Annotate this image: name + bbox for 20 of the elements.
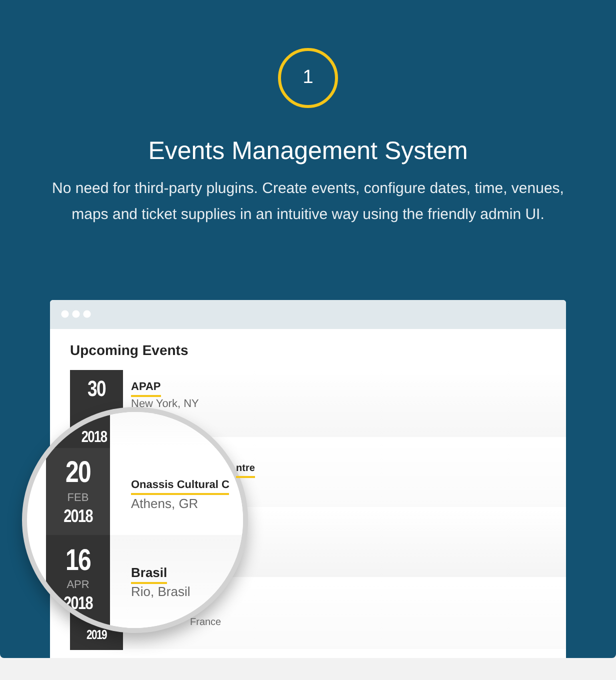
event-name: ntre <box>236 463 255 478</box>
date-year: 2019 <box>86 628 108 643</box>
date-day: 30 <box>75 376 118 402</box>
date-year: 2018 <box>81 429 107 448</box>
event-location: Athens, GR <box>131 497 198 512</box>
event-name: Brasil <box>131 566 168 584</box>
date-month: FEB <box>66 492 90 505</box>
date-year: 2018 <box>62 506 94 527</box>
event-name: Onassis Cultural C <box>131 479 230 495</box>
event-name: APAP <box>131 381 161 397</box>
description-text: No need for third-party plugins. Create events, configure dates, time, venues, maps and ticket supplies in an intuitive way using the friendly admin UI. <box>51 179 565 225</box>
section-heading: Upcoming Events <box>70 342 188 358</box>
date-day: 16 <box>52 544 104 578</box>
event-location: Rio, Brasil <box>131 585 190 600</box>
step-number-badge: 1 <box>278 48 338 108</box>
date-month: APR <box>66 579 90 592</box>
date-day: 20 <box>52 456 104 490</box>
event-location: France <box>190 617 222 628</box>
title: Events Management System <box>147 137 469 166</box>
event-location: New York, NY <box>131 398 199 411</box>
